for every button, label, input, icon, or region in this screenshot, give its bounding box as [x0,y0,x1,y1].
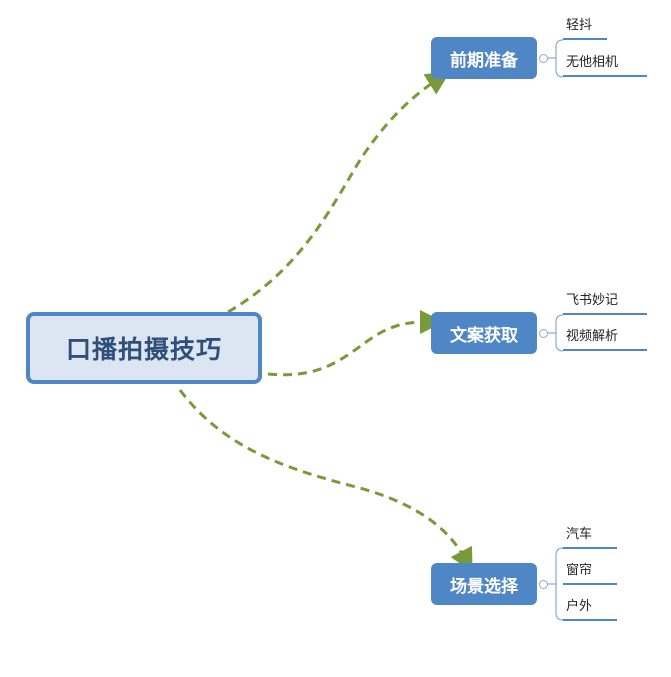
leaf-underline [563,547,617,549]
leaf-topic-scene-1[interactable]: 汽车 [566,527,593,542]
leaf-topic-preparation-2[interactable]: 无他相机 [566,55,619,70]
collapse-toggle-preparation[interactable] [539,54,548,63]
leaf-underline [563,583,617,585]
leaf-topic-scene-3[interactable]: 户外 [566,599,593,614]
connector-root-to-branch-script [267,310,444,377]
branch-topic-scene[interactable]: 场景选择 [431,563,537,605]
leaf-bracket-preparation [548,39,564,78]
leaf-topic-scene-2[interactable]: 窗帘 [566,563,593,578]
leaf-bracket-script [548,314,564,352]
leaf-underline [563,619,617,621]
leaf-underline [563,75,647,77]
leaf-underline [563,38,607,40]
collapse-toggle-scene[interactable] [539,580,548,589]
connector-root-to-branch-preparation [227,71,451,314]
leaf-topic-script-2[interactable]: 视频解析 [566,329,619,344]
leaf-underline [563,313,647,315]
branch-topic-preparation[interactable]: 前期准备 [431,37,537,79]
leaf-bracket-scene [548,547,564,621]
connector-root-to-branch-scene [178,389,473,573]
root-topic[interactable]: 口播拍摄技巧 [26,312,262,384]
leaf-topic-script-1[interactable]: 飞书妙记 [566,293,619,308]
leaf-topic-preparation-1[interactable]: 轻抖 [566,18,593,33]
collapse-toggle-script[interactable] [539,329,548,338]
branch-topic-script[interactable]: 文案获取 [431,312,537,354]
leaf-underline [563,349,647,351]
